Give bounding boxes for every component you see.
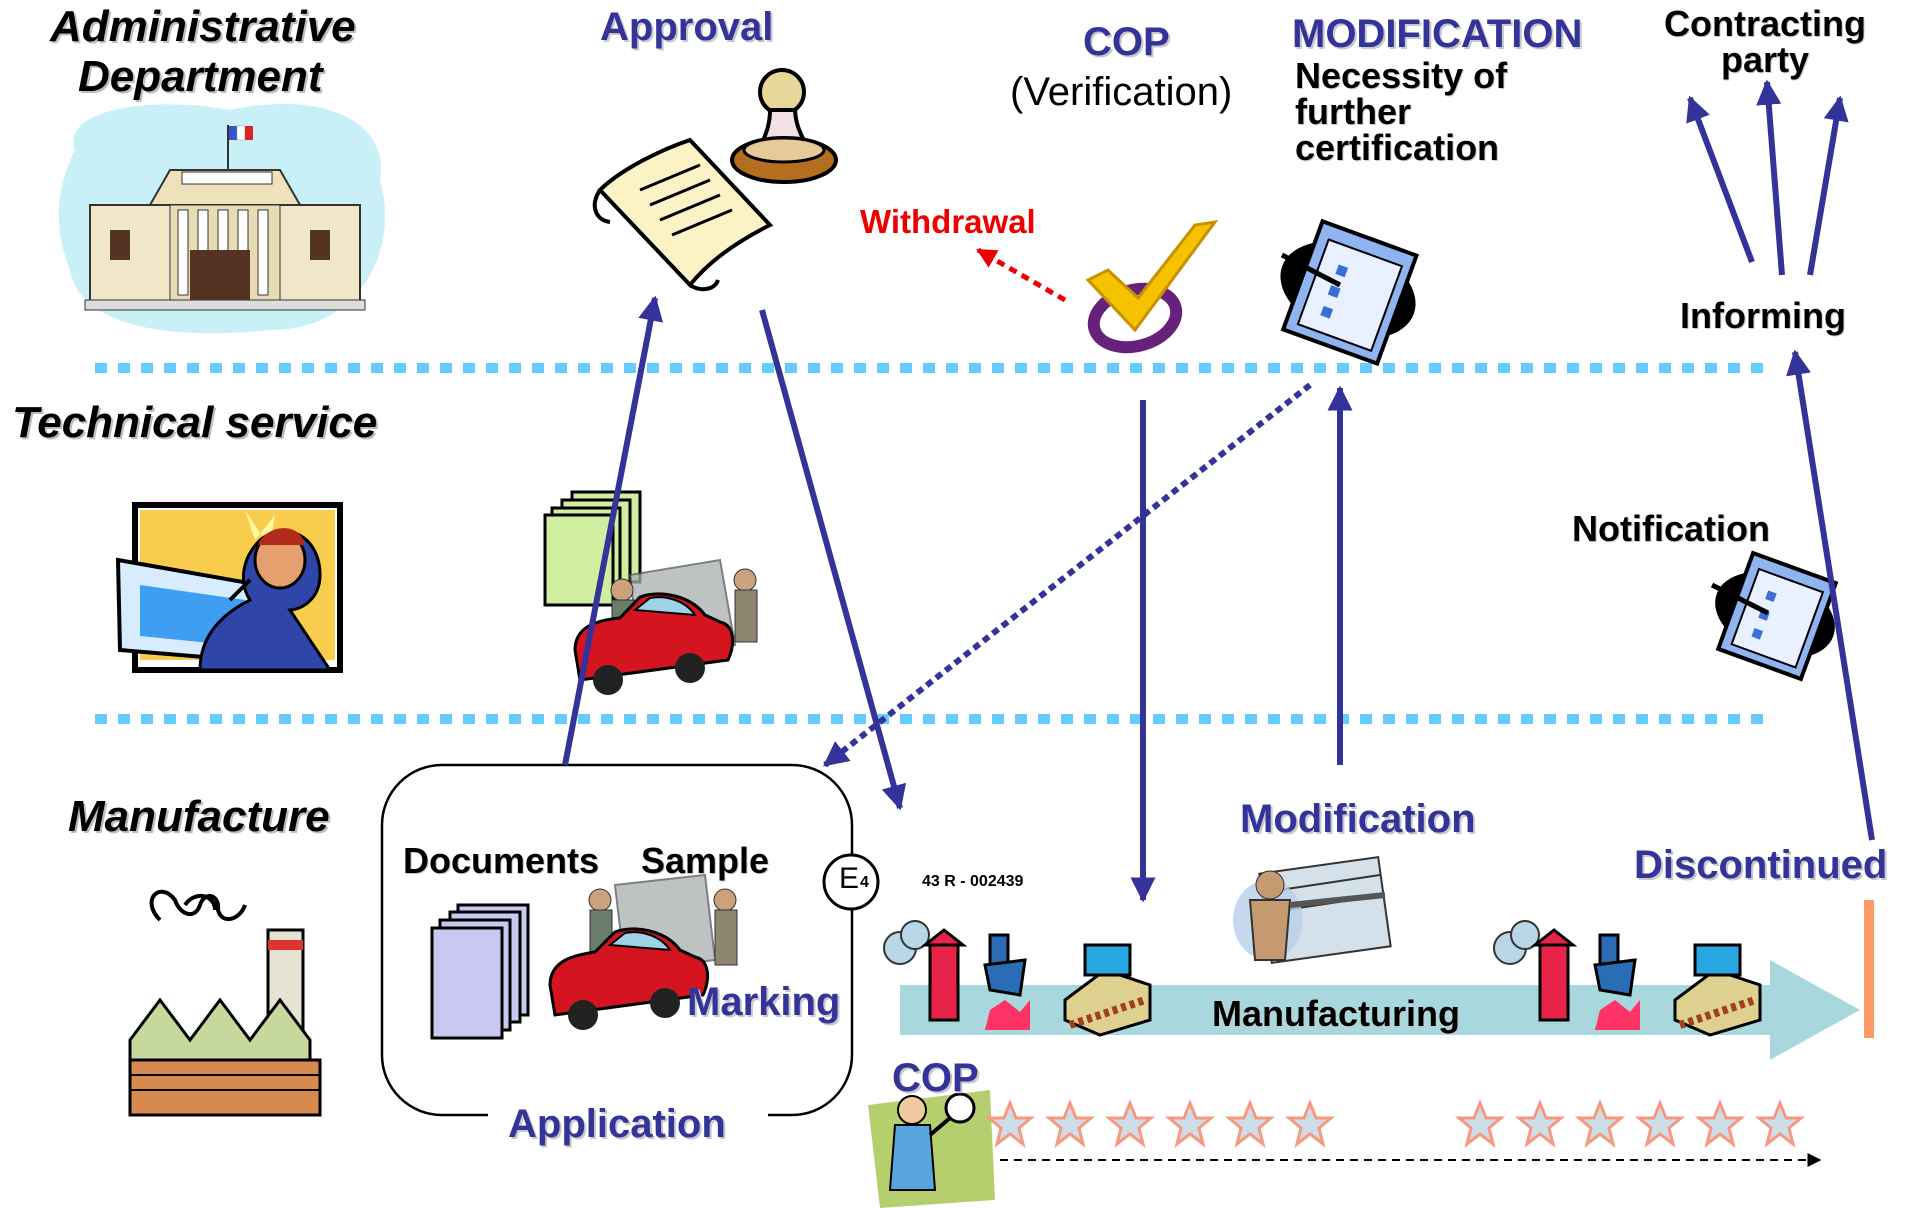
star-icon	[1757, 1101, 1803, 1146]
scroll-icon	[592, 137, 774, 292]
drafter-icon	[115, 502, 343, 673]
arrow-discontinued-to-informing	[1786, 349, 1875, 841]
star-icon	[1637, 1101, 1683, 1146]
courthouse-icon	[58, 103, 386, 334]
star-icon	[1227, 1101, 1273, 1146]
star-icon	[1107, 1101, 1153, 1146]
star-icon	[1287, 1101, 1333, 1146]
approval-mark-letter: E	[839, 862, 860, 895]
necessity-label: Necessity of further certification	[1295, 58, 1507, 166]
informing-label: Informing	[1680, 295, 1846, 336]
modification-title: MODIFICATION	[1292, 12, 1583, 56]
arrow-informing-left	[1686, 95, 1755, 264]
contracting-party-line-2: party	[1720, 39, 1810, 80]
stamp-icon	[730, 68, 838, 184]
production-line-icon	[883, 920, 1152, 1037]
contracting-party-line-1: Contracting	[1664, 3, 1866, 44]
approval-label: Approval	[600, 5, 774, 49]
star-icon	[1517, 1101, 1563, 1146]
contracting-party-label: Contracting party	[1664, 6, 1866, 78]
withdrawal-label: Withdrawal	[860, 203, 1036, 240]
manufacturing-label: Manufacturing	[1212, 993, 1460, 1034]
lane-label-admin-line2: Department	[78, 52, 323, 101]
star-icon	[1167, 1101, 1213, 1146]
star-icon	[1457, 1101, 1503, 1146]
inspector-icon	[868, 1090, 995, 1208]
production-line-icon	[1493, 920, 1762, 1037]
clipboard-icon	[1710, 550, 1839, 682]
factory-icon	[128, 889, 322, 1117]
discontinued-end-bar	[1864, 900, 1874, 1038]
cop-stars-first	[987, 1101, 1333, 1146]
car-icon	[548, 927, 709, 1030]
cop-stars-second	[1457, 1101, 1803, 1146]
documents-stack-icon	[543, 490, 642, 607]
car-icon	[573, 592, 734, 695]
marking-label: Marking	[687, 980, 841, 1024]
lane-label-technical: Technical service	[12, 398, 378, 447]
documents-label: Documents	[403, 840, 600, 881]
arrow-approval-to-marking	[759, 309, 907, 811]
arrow-informing-right	[1807, 95, 1849, 276]
approval-mark-circle	[822, 853, 880, 911]
application-label: Application	[508, 1102, 726, 1146]
arrow-withdrawal	[976, 247, 1067, 303]
modification-label: Modification	[1240, 797, 1476, 841]
discontinued-label: Discontinued	[1634, 843, 1888, 887]
lane-label-admin-line1: Administrative	[50, 2, 356, 51]
cop-verification-title: COP	[1083, 20, 1170, 64]
star-icon	[987, 1101, 1033, 1146]
lane-label-manufacture: Manufacture	[68, 792, 330, 841]
cop-label: COP	[892, 1056, 979, 1100]
arrow-informing-center	[1756, 79, 1785, 276]
approval-mark-number: 43 R - 002439	[922, 873, 1024, 890]
worker-icon	[1233, 855, 1392, 965]
arrow-necessity-to-application	[823, 382, 1312, 768]
arrow-application-to-approval	[562, 295, 664, 766]
star-icon	[1577, 1101, 1623, 1146]
necessity-line-2: further	[1295, 91, 1411, 132]
documents-stack-icon	[430, 903, 530, 1040]
notification-label: Notification	[1572, 508, 1770, 549]
star-icon	[1047, 1101, 1093, 1146]
necessity-line-1: Necessity of	[1295, 55, 1508, 96]
checkmark-icon	[1085, 219, 1219, 354]
star-icon	[1697, 1101, 1743, 1146]
verification-label: (Verification)	[1010, 70, 1233, 114]
sample-label: Sample	[641, 840, 770, 881]
approval-mark-country: 4	[860, 874, 869, 891]
necessity-line-3: certification	[1295, 127, 1500, 168]
clipboard-icon	[1280, 218, 1420, 367]
